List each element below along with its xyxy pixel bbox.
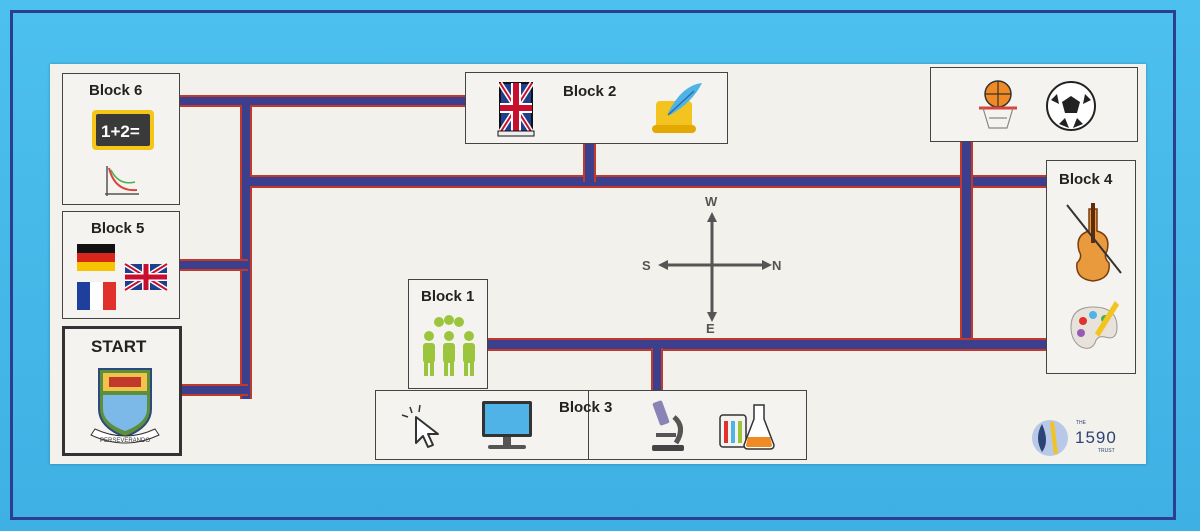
school-crest-icon: PERSEVERANDO [90,368,160,444]
block-2: Block 2 [465,72,728,144]
trust-logo-icon [1032,420,1068,456]
cursor-click-icon [401,404,439,448]
crest-motto: PERSEVERANDO [100,438,150,444]
block-5: Block 5 [62,211,180,319]
start-block: START PERSEVERANDO [62,326,182,456]
trust-logo-small-top: THE [1076,420,1086,426]
compass-icon [658,212,772,322]
compass-south-label: S [642,258,651,273]
block-3: Block 3 [375,390,807,460]
compass-north-label: N [772,258,782,273]
compass-west-label: W [705,194,718,209]
english-book-icon [497,81,535,137]
block-4: Block 4 [1046,160,1136,374]
football-icon [1046,81,1096,131]
german-flag-icon [77,244,115,271]
trust-logo-small-bottom: TRUST [1098,448,1115,454]
path-block2-stub [583,142,596,182]
path-top-left [178,95,468,107]
inner-border [10,10,1176,520]
basketball-hoop-icon [979,80,1017,129]
path-left-vertical [240,105,252,399]
path-right-vertical [960,142,973,347]
trust-logo-number: 1590 [1075,428,1117,447]
path-start-link [178,384,248,396]
block-3-title: Block 3 [559,399,613,416]
block-1: Block 1 [408,279,488,389]
graph-icon [105,166,139,196]
paint-palette-icon [1070,301,1119,349]
quill-scroll-icon [652,83,702,133]
path-block3-stub [651,348,663,390]
block-6: Block 6 1+2= [62,73,180,205]
block-3-divider [588,391,589,459]
path-block5-link [178,259,248,271]
compass-east-label: E [706,321,715,336]
path-lower-horizontal [486,338,1048,351]
path-main-horizontal [250,175,1050,188]
math-blackboard-icon: 1+2= [92,110,154,150]
people-group-icon [423,315,475,376]
lab-flask-icon [719,404,775,450]
violin-icon [1066,203,1122,282]
block-5-title: Block 5 [91,220,145,237]
block-6-title: Block 6 [89,82,143,99]
block-4-title: Block 4 [1059,171,1113,188]
microscope-icon [652,400,684,451]
board: Block 6 1+2= Block 5 [50,64,1146,464]
math-text: 1+2= [101,122,140,141]
block-2-title: Block 2 [563,83,617,100]
computer-monitor-icon [482,401,532,449]
sports-block [930,67,1138,142]
french-flag-icon [77,282,116,310]
start-title: START [91,337,147,356]
british-flag-icon [123,262,169,293]
block-1-title: Block 1 [421,288,475,305]
